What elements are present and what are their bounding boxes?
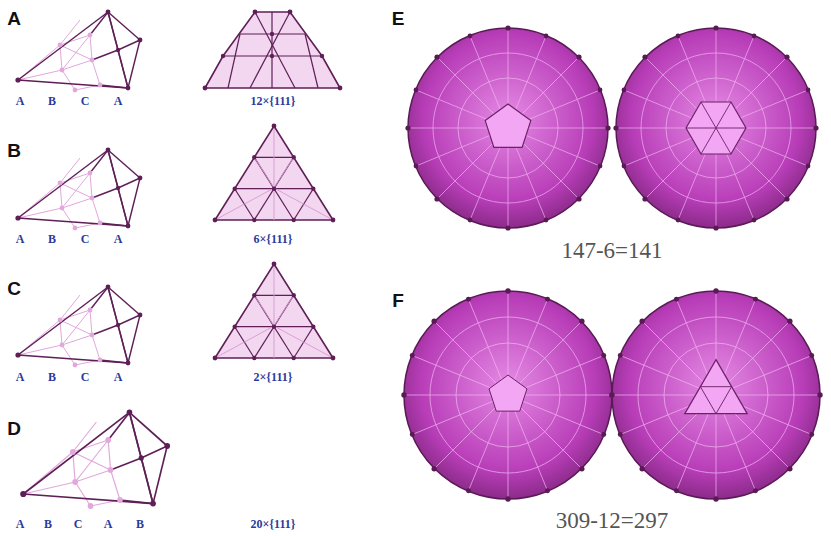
panel-letter: A xyxy=(7,9,21,28)
stacking-letter: C xyxy=(81,233,90,245)
stacking-letter: A xyxy=(114,233,123,245)
panel-letter: E xyxy=(392,9,405,28)
stacking-letter: A xyxy=(16,95,25,107)
facet-count: 20×{111} xyxy=(251,518,296,530)
cluster-wedge xyxy=(15,10,142,93)
panel-letter: C xyxy=(7,279,21,298)
facet-polygon xyxy=(203,10,343,91)
stacking-letter: B xyxy=(44,518,52,530)
stacking-letter: A xyxy=(114,371,123,383)
icosahedral-cluster xyxy=(401,288,614,501)
panel-letter: B xyxy=(7,141,21,160)
cluster-wedge xyxy=(15,285,142,368)
stacking-letter: B xyxy=(136,518,144,530)
cluster-wedge xyxy=(15,148,142,231)
panel-letter: F xyxy=(392,291,404,310)
facet-count: 6×{111} xyxy=(254,233,293,245)
stacking-letter: B xyxy=(48,371,56,383)
facet-triangle xyxy=(213,262,336,361)
stacking-letter: C xyxy=(74,518,83,530)
stacking-letter: B xyxy=(48,95,56,107)
stacking-letter: C xyxy=(81,371,90,383)
atom-count-equation: 309-12=297 xyxy=(556,509,669,532)
stacking-letter: A xyxy=(114,95,123,107)
stacking-letter: B xyxy=(48,233,56,245)
cuboctahedral-cluster xyxy=(609,288,822,501)
stacking-letter: A xyxy=(16,371,25,383)
facet-triangle xyxy=(213,124,336,223)
panel-letter: D xyxy=(7,419,21,438)
stacking-letter: A xyxy=(16,233,25,245)
cluster-wedge xyxy=(20,410,170,509)
stacking-letter: C xyxy=(81,95,90,107)
facet-count: 12×{111} xyxy=(251,95,296,107)
icosahedral-cluster xyxy=(405,25,610,230)
atom-count-equation: 147-6=141 xyxy=(561,239,662,262)
cuboctahedral-cluster xyxy=(613,25,818,230)
facet-count: 2×{111} xyxy=(254,371,293,383)
stacking-letter: A xyxy=(16,518,25,530)
stacking-letter: A xyxy=(104,518,113,530)
